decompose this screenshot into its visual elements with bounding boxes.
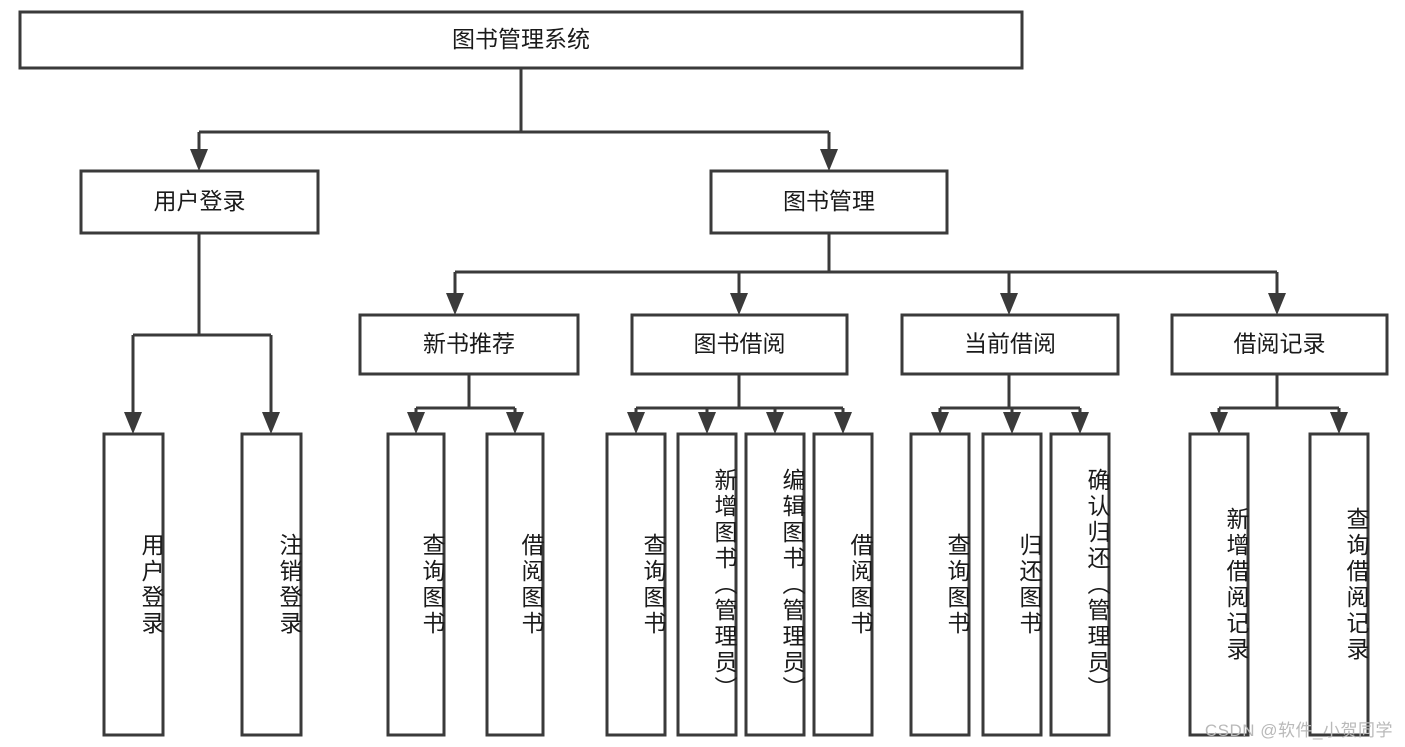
node-box-new-book-recommendation[interactable]	[358, 313, 580, 376]
node-label-borrow-record: 借阅记录	[1234, 331, 1326, 357]
node-box-leaf-user-login[interactable]	[102, 432, 165, 737]
arrow-head-icon	[1210, 412, 1228, 434]
node-box-leaf-query-book-rec[interactable]	[386, 432, 446, 737]
arrow-head-icon	[1003, 412, 1021, 434]
arrow-head-icon	[1268, 293, 1286, 315]
arrow-head-icon	[730, 293, 748, 315]
node-box-leaf-borrow-book-rec[interactable]	[485, 432, 545, 737]
arrow-head-icon	[627, 412, 645, 434]
node-label-book-management: 图书管理	[783, 188, 875, 214]
node-box-book-management[interactable]	[709, 169, 949, 235]
node-box-layer	[18, 10, 1389, 737]
node-box-current-borrow[interactable]	[900, 313, 1120, 376]
node-box-title[interactable]	[18, 10, 1024, 70]
node-box-leaf-logout[interactable]	[240, 432, 303, 737]
node-box-leaf-query-book-current[interactable]	[909, 432, 971, 737]
arrow-head-icon	[124, 412, 142, 434]
node-box-leaf-return-book[interactable]	[981, 432, 1043, 737]
node-label-new-book-recommendation: 新书推荐	[423, 331, 515, 357]
arrow-head-icon	[262, 412, 280, 434]
watermark-text: CSDN @软件_小贺同学	[1204, 721, 1393, 740]
node-box-leaf-query-book-borrow[interactable]	[605, 432, 667, 737]
arrow-head-icon	[1000, 293, 1018, 315]
node-box-leaf-confirm-return-admin[interactable]	[1049, 432, 1111, 737]
arrow-head-icon	[1071, 412, 1089, 434]
node-box-leaf-add-book-admin[interactable]	[676, 432, 738, 737]
arrow-head-icon	[820, 149, 838, 171]
connector-layer	[124, 68, 1348, 434]
arrow-head-icon	[446, 293, 464, 315]
arrow-head-icon	[834, 412, 852, 434]
arrow-head-icon	[407, 412, 425, 434]
node-label-user-login: 用户登录	[154, 188, 246, 214]
node-box-leaf-edit-book-admin[interactable]	[744, 432, 806, 737]
node-label-title: 图书管理系统	[452, 26, 590, 52]
node-box-leaf-query-borrow-record[interactable]	[1308, 432, 1370, 737]
node-box-borrow-record[interactable]	[1170, 313, 1389, 376]
node-label-book-borrow: 图书借阅	[694, 331, 786, 357]
node-box-user-login[interactable]	[79, 169, 320, 235]
node-box-book-borrow[interactable]	[630, 313, 849, 376]
arrow-head-icon	[1330, 412, 1348, 434]
arrow-head-icon	[698, 412, 716, 434]
arrow-head-icon	[766, 412, 784, 434]
node-label-current-borrow: 当前借阅	[964, 331, 1056, 357]
arrow-head-icon	[931, 412, 949, 434]
arrow-head-icon	[190, 149, 208, 171]
arrow-head-icon	[506, 412, 524, 434]
node-box-leaf-add-borrow-record[interactable]	[1188, 432, 1250, 737]
node-box-leaf-borrow-book[interactable]	[812, 432, 874, 737]
